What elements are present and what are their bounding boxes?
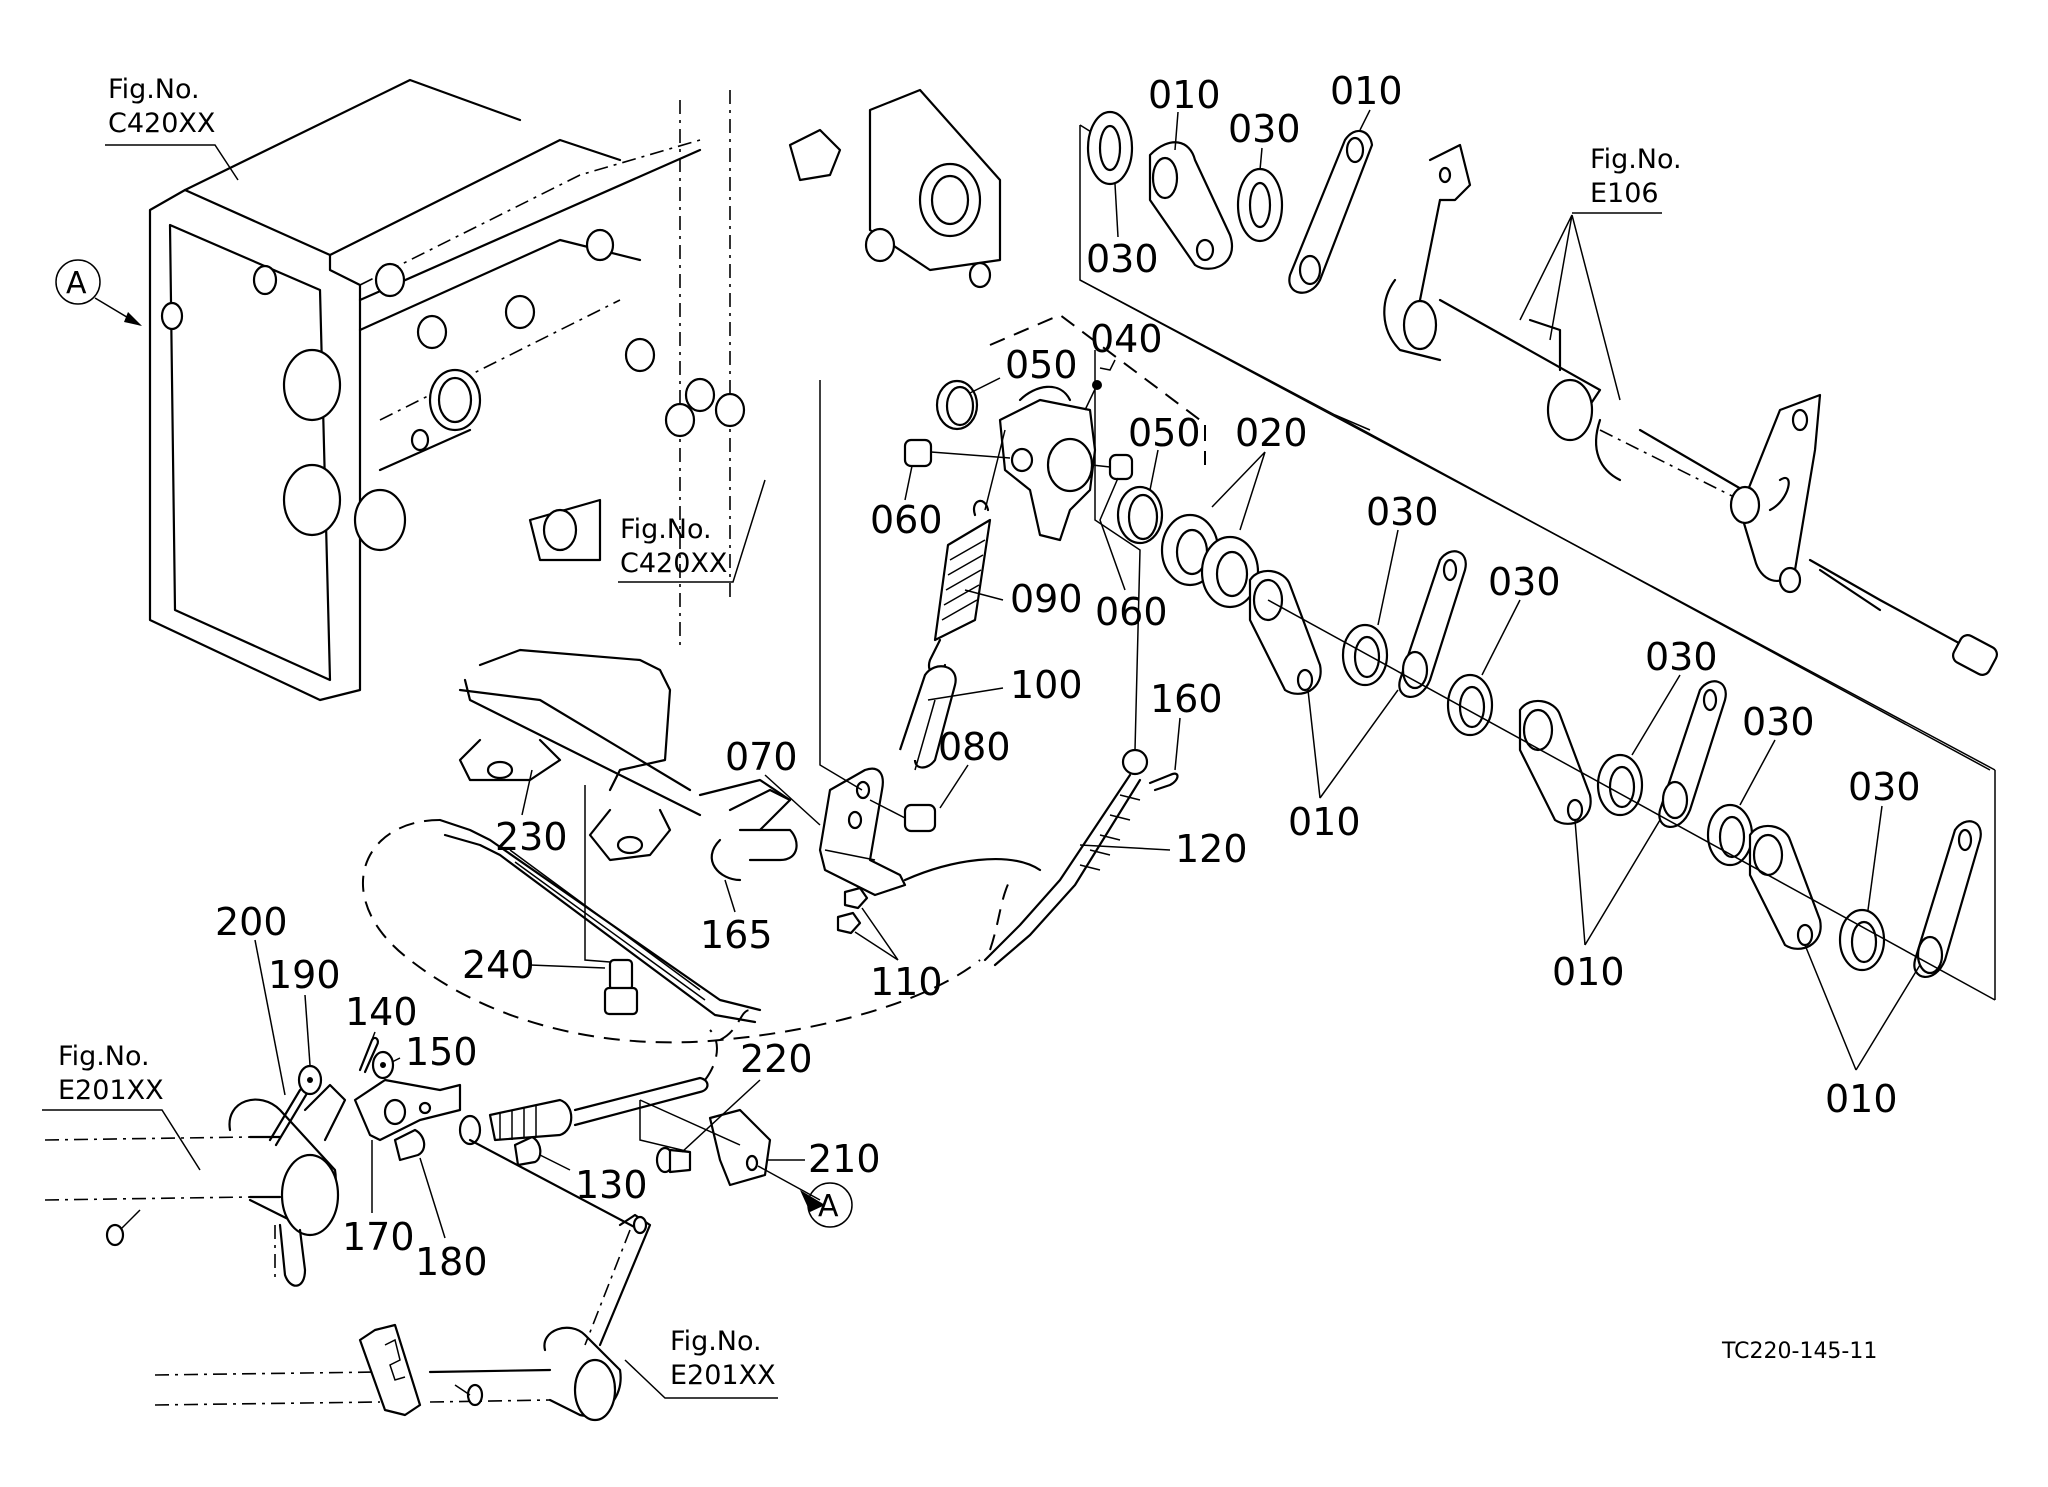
pin-130 [513, 1135, 542, 1167]
drawing-code: TC220-145-11 [1721, 1339, 1877, 1364]
callout-030: 030 [1488, 560, 1561, 604]
cable-end-120 [903, 350, 1149, 967]
bolt-240 [584, 905, 639, 1016]
callout-230: 230 [495, 815, 568, 859]
callout-170: 170 [342, 1215, 415, 1259]
fig-ref-line1: Fig.No. [620, 514, 712, 545]
callouts: 010 010 030 030 040 050 050 020 060 060 … [215, 69, 1921, 1284]
fig-ref-e201-left: Fig.No. E201XX [42, 1041, 201, 1171]
bracket-070 [818, 380, 907, 897]
callout-190: 190 [268, 953, 341, 997]
callout-165: 165 [700, 913, 773, 957]
callout-060: 060 [870, 498, 943, 542]
callout-160: 160 [1150, 677, 1223, 721]
fig-ref-line2: C420XX [620, 548, 727, 579]
callout-030: 030 [1228, 107, 1301, 151]
fig-ref-line1: Fig.No. [670, 1326, 762, 1357]
callout-010: 010 [1552, 950, 1625, 994]
fig-ref-e106: Fig.No. E106 [1519, 144, 1682, 401]
detent-arm-040 [989, 313, 1206, 542]
callout-200: 200 [215, 900, 288, 944]
callout-090: 090 [1010, 577, 1083, 621]
callout-050: 050 [1005, 343, 1078, 387]
cable-sleeve [509, 849, 706, 1001]
lever-170 [353, 1078, 462, 1142]
callout-050: 050 [1128, 411, 1201, 455]
callout-130: 130 [575, 1163, 648, 1207]
cable-end-lower [458, 1029, 718, 1146]
callout-010: 010 [1330, 69, 1403, 113]
callout-100: 100 [1010, 663, 1083, 707]
cotter-pin-160 [1148, 772, 1179, 792]
reference-marker-a-top: A [55, 259, 142, 326]
bolt-220 [655, 1146, 692, 1174]
marker-letter: A [66, 266, 87, 301]
callout-120: 120 [1175, 827, 1248, 871]
callout-010: 010 [1148, 73, 1221, 117]
fig-ref-line2: C420XX [108, 108, 215, 139]
fig-ref-line2: E201XX [58, 1075, 164, 1106]
callout-140: 140 [345, 990, 418, 1034]
lever-shaft-assembly [1079, 110, 1998, 1000]
callout-110: 110 [870, 960, 943, 1004]
lower-shaft-2 [154, 1323, 622, 1422]
bushing-050-left [935, 379, 979, 431]
callout-020: 020 [1235, 411, 1308, 455]
spring-090 [927, 429, 1006, 676]
plate-stack [1248, 550, 1996, 1001]
reference-marker-a-bottom: A [807, 1182, 853, 1228]
callout-070: 070 [725, 735, 798, 779]
bushing-050-right [1116, 485, 1164, 545]
callout-040: 040 [1090, 317, 1163, 361]
lower-lever-arm [468, 1138, 652, 1347]
pin-180 [393, 1128, 426, 1162]
washers-020 [1160, 513, 1260, 609]
callout-030: 030 [1848, 765, 1921, 809]
callout-150: 150 [405, 1030, 478, 1074]
bolt-060-left [903, 438, 1011, 468]
clip-210 [639, 1099, 825, 1212]
marker-letter: A [818, 1189, 839, 1224]
callout-010: 010 [1288, 800, 1361, 844]
callout-030: 030 [1645, 635, 1718, 679]
throttle-cable [361, 818, 1011, 1044]
callout-010: 010 [1825, 1077, 1898, 1121]
washer-190 [297, 1064, 323, 1096]
bolt-080 [869, 799, 937, 833]
fig-ref-line2: E201XX [670, 1360, 776, 1391]
fig-ref-line2: E106 [1590, 178, 1659, 209]
washer-150 [371, 1050, 395, 1080]
callout-210: 210 [808, 1137, 881, 1181]
callout-060: 060 [1095, 590, 1168, 634]
transmission-case [148, 78, 1002, 702]
fig-ref-c420-top: Fig.No. C420XX [105, 74, 239, 181]
callout-030: 030 [1742, 700, 1815, 744]
callout-030: 030 [1086, 237, 1159, 281]
callout-030: 030 [1366, 490, 1439, 534]
fig-ref-e201-bottom: Fig.No. E201XX [624, 1326, 778, 1399]
fig-ref-line1: Fig.No. [1590, 144, 1682, 175]
rod-100 [898, 665, 957, 771]
fig-ref-c420-mid: Fig.No. C420XX [618, 479, 766, 583]
cable-clamp-165 [710, 788, 798, 882]
pedal-bracket-230 [458, 648, 792, 905]
bolt-060-right [1091, 453, 1134, 481]
callout-240: 240 [462, 943, 535, 987]
nuts-110 [836, 886, 869, 935]
callout-220: 220 [740, 1037, 813, 1081]
fig-ref-line1: Fig.No. [108, 74, 200, 105]
fig-ref-line1: Fig.No. [58, 1041, 150, 1072]
callout-180: 180 [415, 1240, 488, 1284]
lower-shaft [44, 1083, 347, 1287]
callout-080: 080 [938, 725, 1011, 769]
